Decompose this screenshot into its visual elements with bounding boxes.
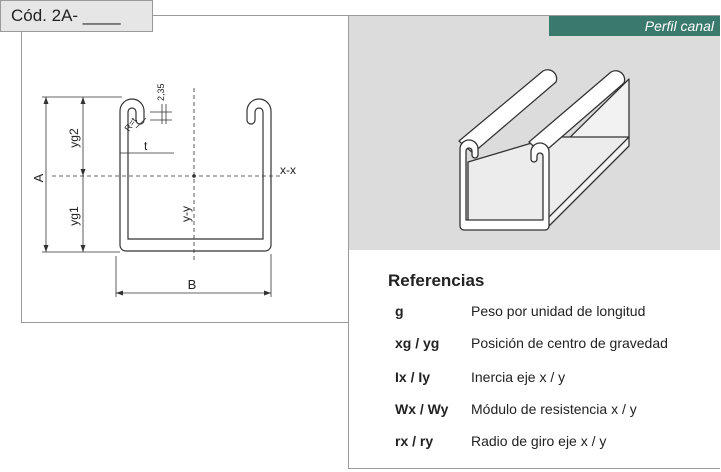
label-thickness: 2,35 xyxy=(156,83,166,101)
reference-description: Posición de centro de gravedad xyxy=(471,335,668,351)
references-title: Referencias xyxy=(388,271,485,290)
isometric-panel: Perfil canal xyxy=(348,15,720,250)
reference-symbol: Ix / Iy xyxy=(395,369,431,385)
channel-outer-contour xyxy=(119,98,272,252)
reference-description: Peso por unidad de longitud xyxy=(471,303,646,319)
centroid-point xyxy=(192,174,196,178)
reference-symbol: xg / yg xyxy=(395,335,440,351)
channel-isometric-drawing xyxy=(458,69,630,231)
code-label: Cód. 2A- ____ xyxy=(11,6,121,25)
reference-symbol: g xyxy=(395,303,404,319)
label-y-axis: y-y xyxy=(179,206,193,222)
label-t: t xyxy=(144,139,148,153)
label-radius: R=t xyxy=(122,115,139,133)
reference-description: Módulo de resistencia x / y xyxy=(471,401,637,417)
label-b: B xyxy=(188,277,197,292)
code-tab: Cód. 2A- ____ xyxy=(0,0,153,32)
label-x-axis: x-x xyxy=(280,163,296,177)
reference-symbol: Wx / Wy xyxy=(395,401,449,417)
section-drawing-panel: A yg2 yg1 B 2,35 R=t t x-x y-y xyxy=(21,15,349,323)
label-yg1: yg1 xyxy=(67,206,81,226)
reference-description: Inercia eje x / y xyxy=(471,369,566,385)
label-a: A xyxy=(31,173,46,182)
profile-type-label: Perfil canal xyxy=(549,16,720,36)
references-panel: Referencias g Peso por unidad de longitu… xyxy=(348,250,720,469)
label-yg2: yg2 xyxy=(67,128,81,148)
isometric-front-profile xyxy=(459,139,550,231)
channel-section-drawing: A yg2 yg1 B 2,35 R=t t x-x y-y xyxy=(31,83,296,297)
reference-description: Radio de giro eje x / y xyxy=(471,433,607,449)
reference-symbol: rx / ry xyxy=(395,433,434,449)
